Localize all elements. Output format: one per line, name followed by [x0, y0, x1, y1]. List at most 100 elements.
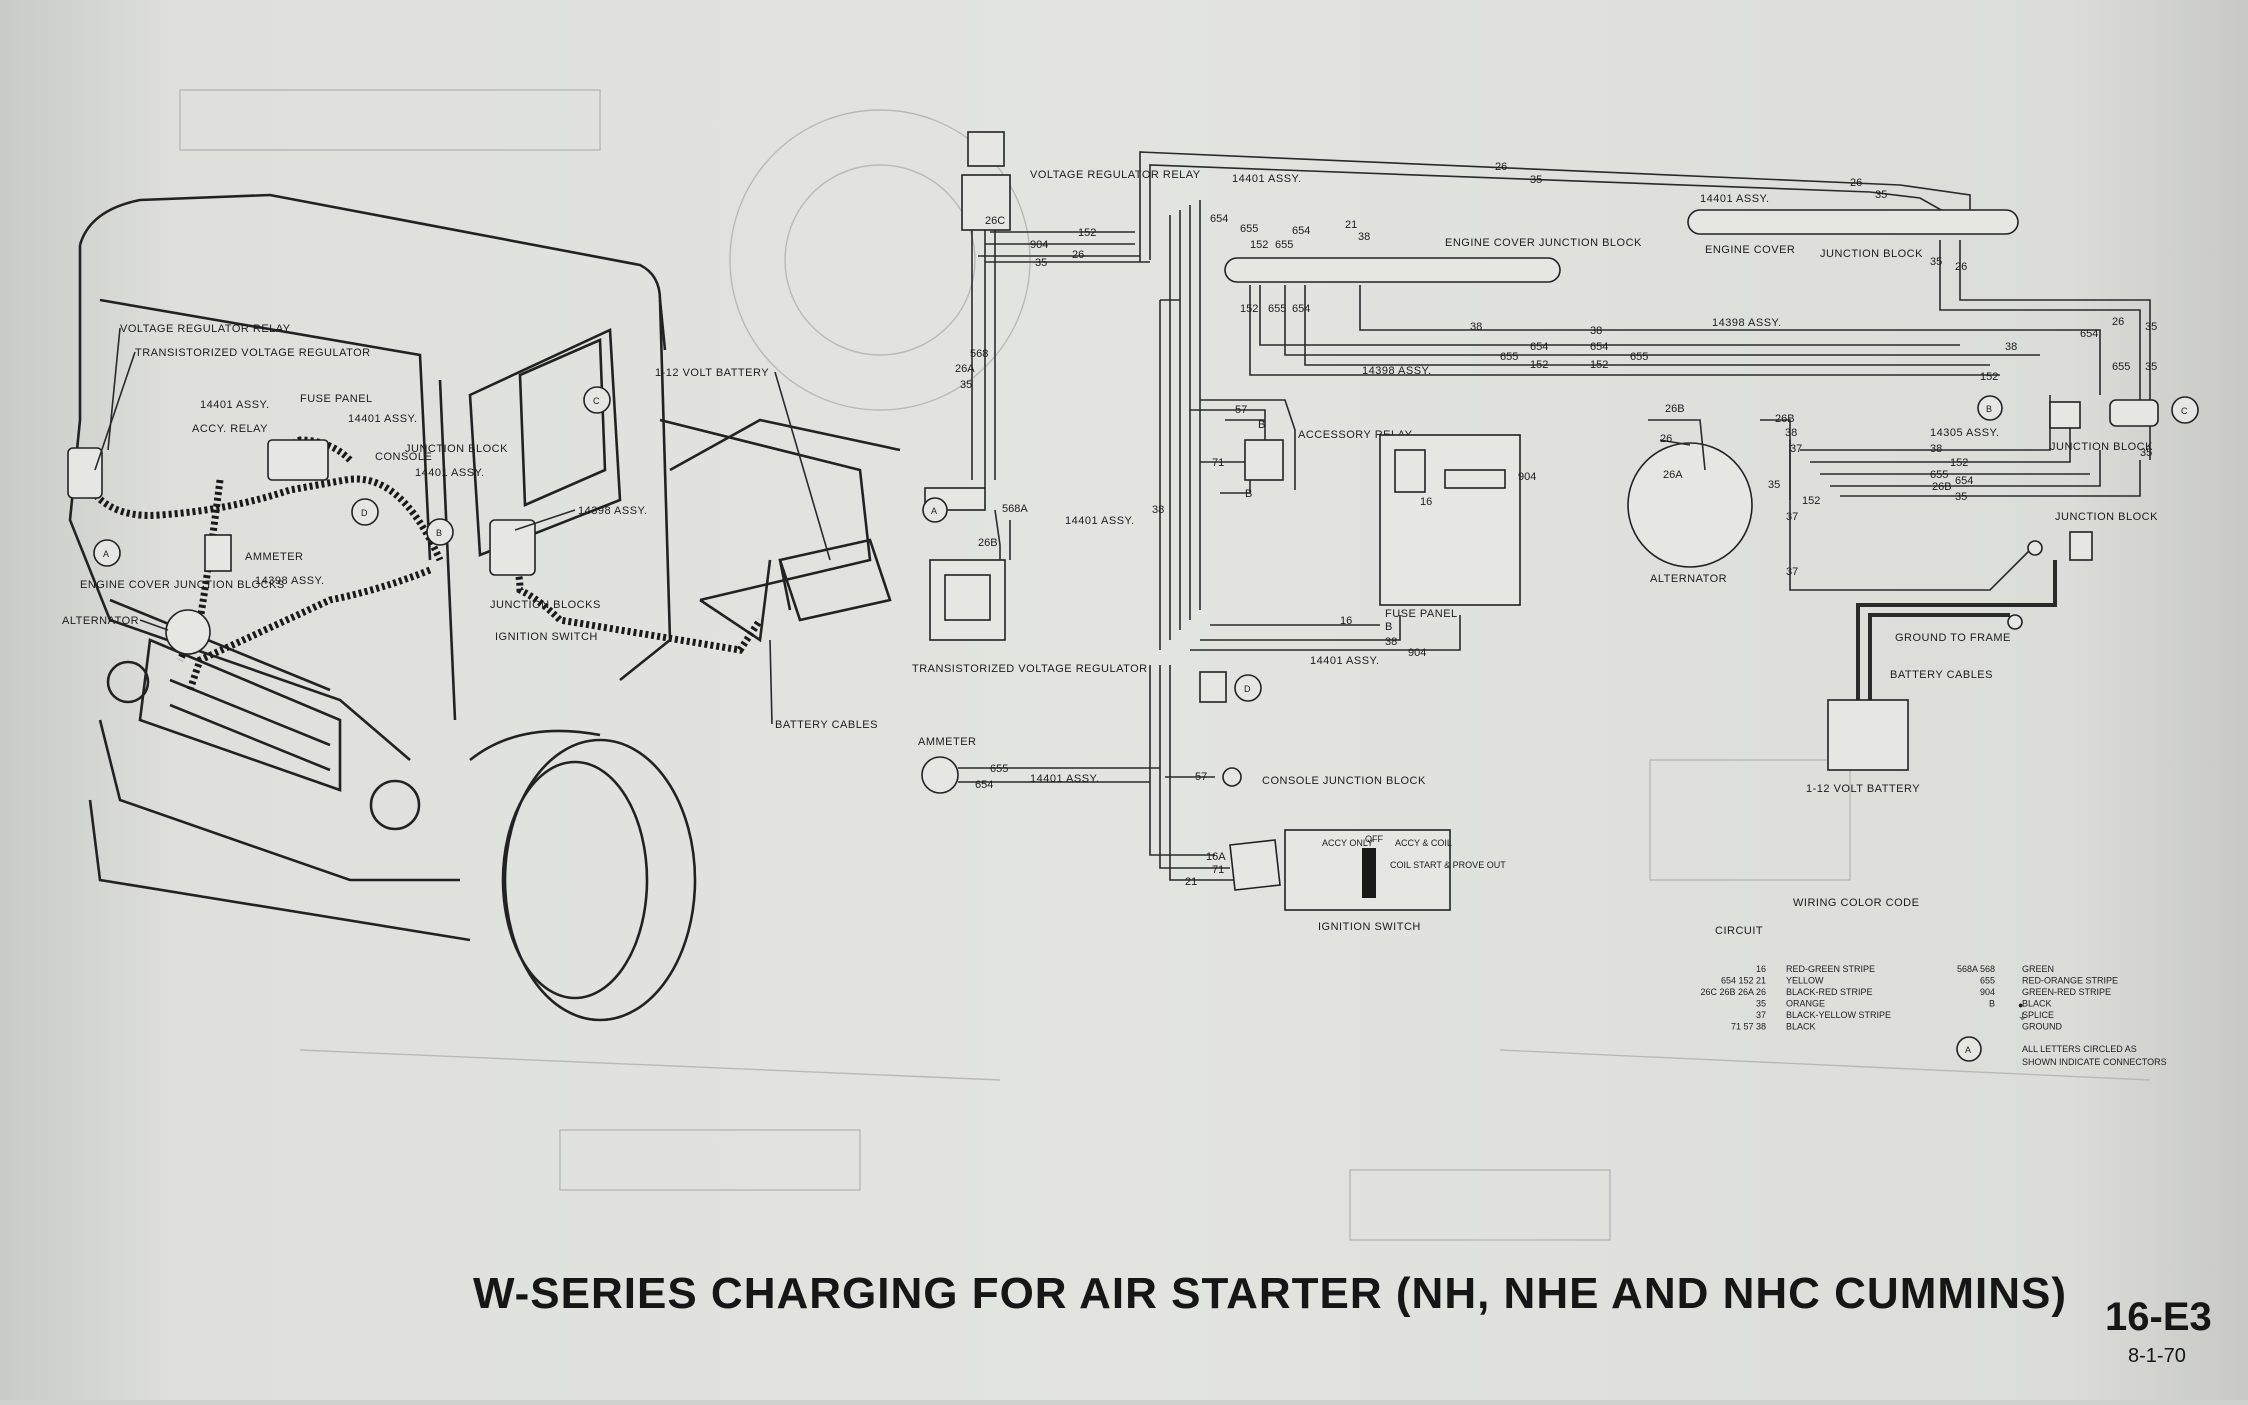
svg-text:654: 654 — [1955, 475, 1973, 487]
svg-text:71: 71 — [1212, 864, 1224, 876]
callout-engine-cover-junction-blocks: ENGINE COVER JUNCTION BLOCKS — [80, 579, 285, 591]
page-title: W-SERIES CHARGING FOR AIR STARTER (NH, N… — [473, 1269, 2067, 1318]
svg-text:57: 57 — [1195, 771, 1207, 783]
svg-text:38: 38 — [1152, 504, 1164, 516]
connector-a-marker — [93, 539, 121, 567]
alternator-symbol — [1627, 442, 1753, 568]
connector-c-marker — [583, 386, 611, 414]
connector-d-schematic — [1234, 674, 1262, 702]
legend-connector-note-line2: SHOWN INDICATE CONNECTORS — [2022, 1057, 2167, 1067]
svg-text:654: 654 — [1590, 341, 1608, 353]
svg-text:38: 38 — [1785, 427, 1797, 439]
label-14398-assy-top: 14398 ASSY. — [1362, 365, 1432, 377]
legend-color: BLACK — [2022, 999, 2052, 1009]
svg-text:21: 21 — [1185, 876, 1197, 888]
svg-text:35: 35 — [2145, 321, 2157, 333]
svg-text:37: 37 — [1786, 566, 1798, 578]
svg-text:26: 26 — [2112, 316, 2124, 328]
svg-text:568A: 568A — [1002, 503, 1028, 515]
label-fuse-panel: FUSE PANEL — [1385, 608, 1458, 620]
svg-text:35: 35 — [1875, 189, 1887, 201]
svg-text:38: 38 — [1358, 231, 1370, 243]
legend-color: YELLOW — [1786, 976, 1824, 986]
callout-14398-assy-a: 14398 ASSY. — [578, 505, 648, 517]
page-number: 16-E3 — [2105, 1295, 2212, 1339]
svg-text:21: 21 — [1345, 219, 1357, 231]
bleed-through-artwork — [179, 89, 2151, 1241]
svg-text:655: 655 — [2112, 361, 2130, 373]
svg-text:26: 26 — [1955, 261, 1967, 273]
label-14401-assy-right: 14401 ASSY. — [1700, 193, 1770, 205]
svg-text:655: 655 — [990, 763, 1008, 775]
callout-14401-assy-a: 14401 ASSY. — [200, 399, 270, 411]
label-junction-block-right: JUNCTION BLOCK — [1820, 248, 1923, 260]
callout-14401-assy-b: 14401 ASSY. — [348, 413, 418, 425]
callout-ignition-switch: IGNITION SWITCH — [495, 631, 598, 643]
svg-text:655: 655 — [1268, 303, 1286, 315]
callout-14398-assy-b: 14398 ASSY. — [255, 575, 325, 587]
callout-junction-blocks: JUNCTION BLOCKS — [490, 599, 601, 611]
label-ignition-switch: IGNITION SWITCH — [1318, 921, 1421, 933]
svg-text:26A: 26A — [1663, 469, 1683, 481]
svg-text:654: 654 — [1292, 303, 1310, 315]
connector-b-marker — [426, 518, 454, 546]
svg-text:655: 655 — [1240, 223, 1258, 235]
svg-text:16A: 16A — [1206, 851, 1226, 863]
svg-text:ACCY & COIL: ACCY & COIL — [1395, 838, 1452, 848]
svg-text:71: 71 — [1212, 457, 1224, 469]
svg-text:26C: 26C — [985, 215, 1005, 227]
page-date: 8-1-70 — [2128, 1345, 2186, 1367]
callout-transistorized-voltage-regulator: TRANSISTORIZED VOLTAGE REGULATOR — [135, 347, 371, 359]
legend-color: RED-GREEN STRIPE — [1786, 964, 1875, 974]
legend-connector-note-line1: ALL LETTERS CIRCLED AS — [2022, 1044, 2137, 1054]
svg-text:655: 655 — [1930, 469, 1948, 481]
svg-text:152: 152 — [1802, 495, 1820, 507]
label-14398-assy-right: 14398 ASSY. — [1712, 317, 1782, 329]
svg-text:35: 35 — [1955, 491, 1967, 503]
svg-text:35: 35 — [960, 379, 972, 391]
svg-text:38: 38 — [1930, 443, 1942, 455]
svg-text:904: 904 — [1408, 647, 1426, 659]
callout-14401-assy-c: 14401 ASSY. — [415, 467, 485, 479]
svg-text:B: B — [1245, 488, 1252, 500]
ground-symbol: ⏚ — [2018, 1012, 2027, 1022]
label-14401-assy-ammeter: 14401 ASSY. — [1030, 773, 1100, 785]
svg-text:654: 654 — [1530, 341, 1548, 353]
accessory-relay-symbol — [1244, 439, 1284, 481]
svg-text:26: 26 — [1495, 161, 1507, 173]
svg-text:OFF: OFF — [1365, 834, 1383, 844]
label-14401-assy-fuse: 14401 ASSY. — [1310, 655, 1380, 667]
svg-text:26B: 26B — [1775, 413, 1795, 425]
svg-text:568: 568 — [970, 348, 988, 360]
legend-color: BLACK — [1786, 1022, 1816, 1032]
battery-symbol — [1827, 699, 1909, 771]
svg-text:26B: 26B — [978, 537, 998, 549]
truck-cab-illustration — [67, 193, 901, 1022]
label-voltage-regulator-relay: VOLTAGE REGULATOR RELAY — [1030, 169, 1201, 181]
svg-text:38: 38 — [1470, 321, 1482, 333]
label-engine-cover: ENGINE COVER — [1705, 244, 1795, 256]
schematic: VOLTAGE REGULATOR RELAY 26C 152 904 26 3… — [912, 131, 2199, 933]
svg-text:A: A — [1965, 1045, 1971, 1055]
svg-text:38: 38 — [1385, 636, 1397, 648]
svg-text:654: 654 — [975, 779, 993, 791]
legend-color: SPLICE — [2022, 1010, 2054, 1020]
svg-text:655: 655 — [1275, 239, 1293, 251]
label-14401-assy-mid: 14401 ASSY. — [1065, 515, 1135, 527]
svg-text:152: 152 — [1250, 239, 1268, 251]
svg-text:B: B — [1258, 419, 1265, 431]
svg-text:152: 152 — [1980, 371, 1998, 383]
svg-text:655: 655 — [1630, 351, 1648, 363]
svg-text:A: A — [931, 506, 937, 516]
connector-d-marker — [351, 498, 379, 526]
svg-text:152: 152 — [1240, 303, 1258, 315]
legend-circuits: 35 — [1756, 999, 1766, 1009]
legend-circuits: 654 152 21 — [1721, 976, 1766, 986]
label-junction-block-small: JUNCTION BLOCK — [2050, 441, 2153, 453]
label-console-junction-block: CONSOLE JUNCTION BLOCK — [1262, 775, 1426, 787]
svg-text:654: 654 — [2080, 328, 2098, 340]
